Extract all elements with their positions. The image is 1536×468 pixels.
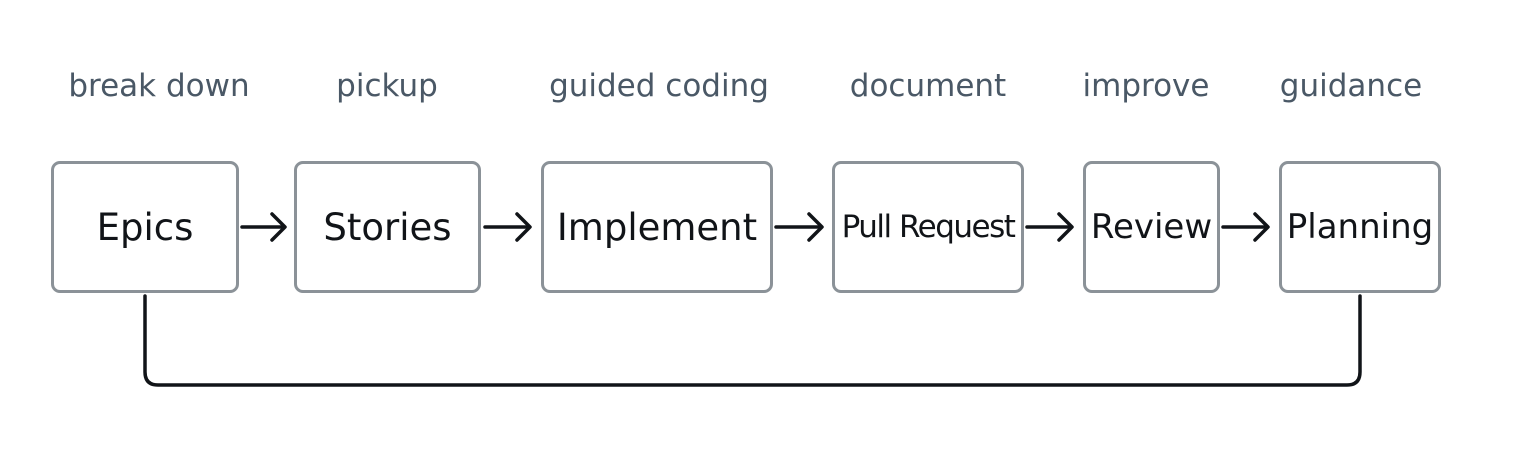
node-implement-label: Implement (556, 205, 758, 249)
node-planning-label: Planning (1286, 207, 1434, 247)
node-review-label: Review (1090, 207, 1213, 247)
node-pull-request: Pull Request (832, 161, 1024, 293)
step-label-break-down: break down (68, 68, 250, 104)
arrow-implement-to-pull-request (774, 212, 824, 242)
node-review: Review (1083, 161, 1220, 293)
node-planning: Planning (1279, 161, 1441, 293)
arrow-pull-request-to-review (1025, 212, 1074, 242)
node-stories-label: Stories (323, 205, 452, 249)
node-epics: Epics (51, 161, 239, 293)
node-stories: Stories (294, 161, 481, 293)
node-pull-request-label: Pull Request (841, 209, 1016, 245)
arrow-epics-to-stories (240, 212, 287, 242)
step-label-guided-coding: guided coding (549, 68, 769, 104)
arrow-stories-to-implement (483, 212, 532, 242)
feedback-loop-line (143, 294, 1362, 387)
step-label-pickup: pickup (336, 68, 438, 104)
node-epics-label: Epics (96, 205, 194, 249)
step-label-improve: improve (1082, 68, 1210, 104)
arrow-review-to-planning (1221, 212, 1270, 242)
step-label-document: document (849, 68, 1007, 104)
step-label-guidance: guidance (1279, 68, 1423, 104)
node-implement: Implement (541, 161, 773, 293)
